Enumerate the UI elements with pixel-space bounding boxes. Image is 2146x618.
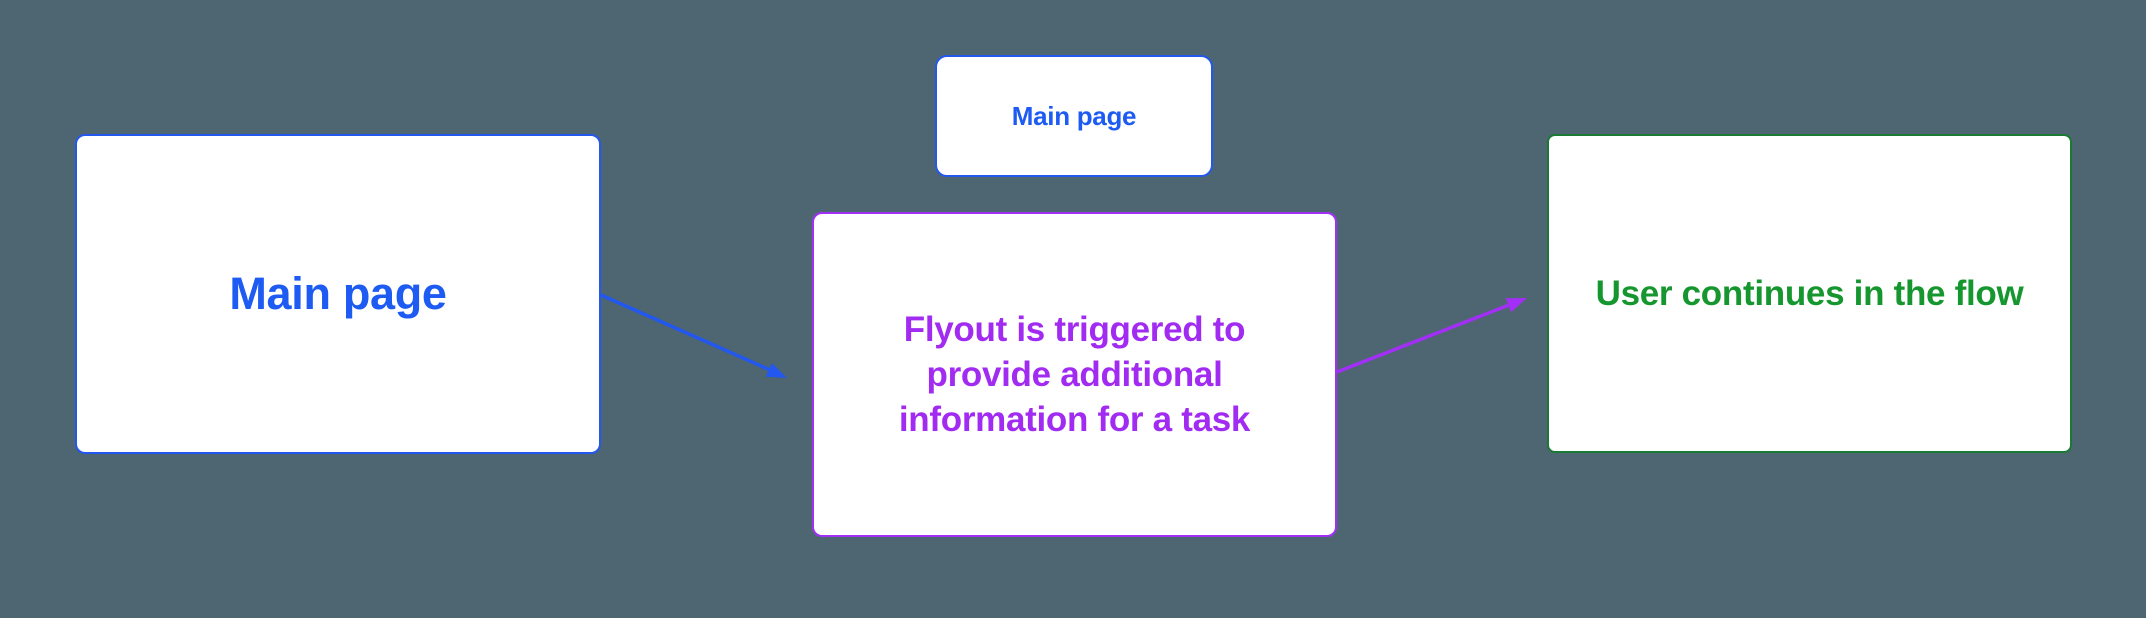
flyout-label: Flyout is triggered to provide additiona… <box>898 310 1251 439</box>
arrow-flyout-to-user-head <box>1505 298 1527 313</box>
main-page-node[interactable]: Main page <box>75 134 601 454</box>
arrow-main-to-flyout-head <box>765 363 787 378</box>
user-flow-label: User continues in the flow <box>1595 273 2024 313</box>
main-page-mini-label: Main page <box>1011 100 1137 131</box>
flyout-node[interactable]: Flyout is triggered to provide additiona… <box>812 212 1337 537</box>
arrow-main-to-flyout[interactable] <box>600 293 787 378</box>
arrow-flyout-to-user[interactable] <box>1336 298 1527 374</box>
main-page-label: Main page <box>229 268 447 319</box>
arrow-flyout-to-user-line[interactable] <box>1336 303 1510 374</box>
main-page-mini-node[interactable]: Main page <box>935 55 1213 177</box>
arrow-main-to-flyout-line[interactable] <box>600 293 771 372</box>
user-flow-node[interactable]: User continues in the flow <box>1547 134 2072 453</box>
